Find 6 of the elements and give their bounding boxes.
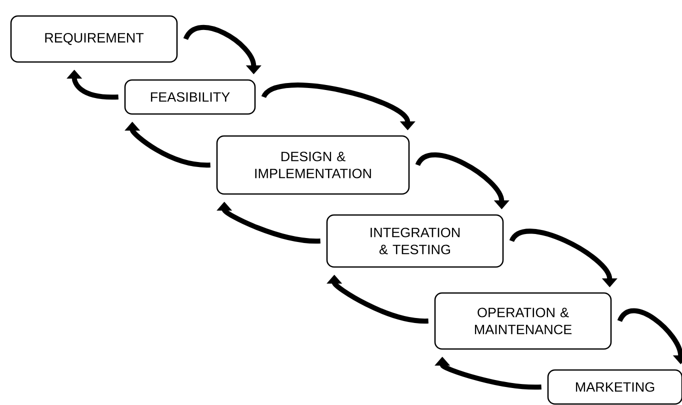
stage-box: MARKETING xyxy=(547,369,682,405)
stage-box: REQUIREMENT xyxy=(10,15,178,63)
stage-box: OPERATION & MAINTENANCE xyxy=(434,292,612,350)
stage-box: FEASIBILITY xyxy=(124,79,256,115)
stage-box: DESIGN & IMPLEMENTATION xyxy=(216,135,410,195)
stage-box: INTEGRATION & TESTING xyxy=(326,214,504,268)
